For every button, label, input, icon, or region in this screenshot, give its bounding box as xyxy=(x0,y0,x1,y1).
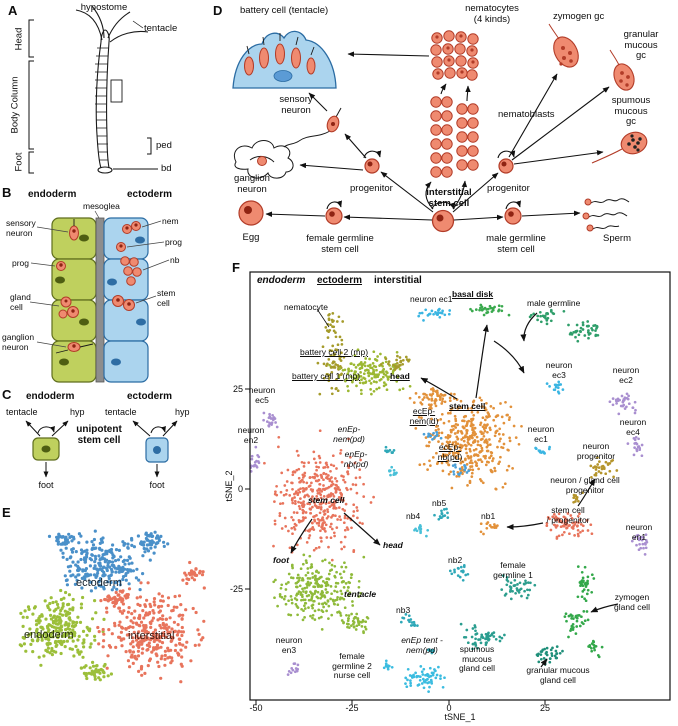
endoderm-cells xyxy=(51,217,97,383)
battery-cell-drawing xyxy=(232,30,337,89)
panel-b-cell-layer-diagram xyxy=(29,210,170,383)
stem-cells-drawing xyxy=(238,158,522,233)
hydra-anatomy-drawing xyxy=(75,5,149,174)
tsne-trajectory-arrows xyxy=(290,308,619,668)
panel-b-pointer-lines xyxy=(29,210,170,348)
lineage-arrows xyxy=(265,51,610,221)
mesoglea-strip xyxy=(95,217,105,383)
sperm-drawing xyxy=(582,198,630,232)
panel-c-unipotent-diagram xyxy=(25,420,178,478)
ganglion-neuron-drawing xyxy=(234,140,294,179)
gland-cells-drawing xyxy=(548,23,648,164)
tsne-cluster-dots xyxy=(250,303,649,693)
tsne-plot-frame xyxy=(249,271,671,701)
sensory-neuron-drawing xyxy=(283,107,342,148)
tsne-overview-dots xyxy=(18,529,206,684)
panel-d-lineage-diagram xyxy=(232,23,648,233)
nematocytes-drawing xyxy=(430,30,479,81)
nematoblasts-drawing xyxy=(430,96,479,178)
panel-a-brackets xyxy=(28,19,158,174)
tsne-axis-ticks xyxy=(245,388,546,705)
